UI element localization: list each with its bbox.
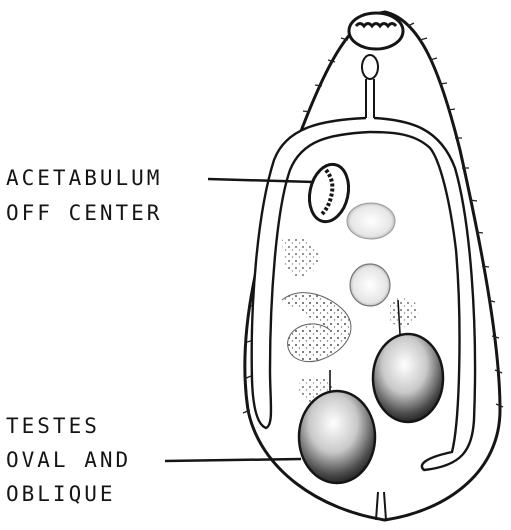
oral-sucker xyxy=(349,13,403,49)
posterior-testis xyxy=(299,391,375,483)
anterior-testis xyxy=(373,334,443,422)
acetabulum-label-line2: OFF CENTER xyxy=(6,203,162,224)
testes-label-line2: OVAL AND xyxy=(6,450,131,471)
seminal-receptacle xyxy=(347,203,395,239)
acetabulum-label-line1: ACETABULUM xyxy=(6,168,162,189)
testes-label-line3: OBLIQUE xyxy=(6,484,116,505)
testes-label-line1: TESTES xyxy=(6,416,100,437)
ovary xyxy=(350,264,390,306)
pharynx xyxy=(362,55,378,79)
